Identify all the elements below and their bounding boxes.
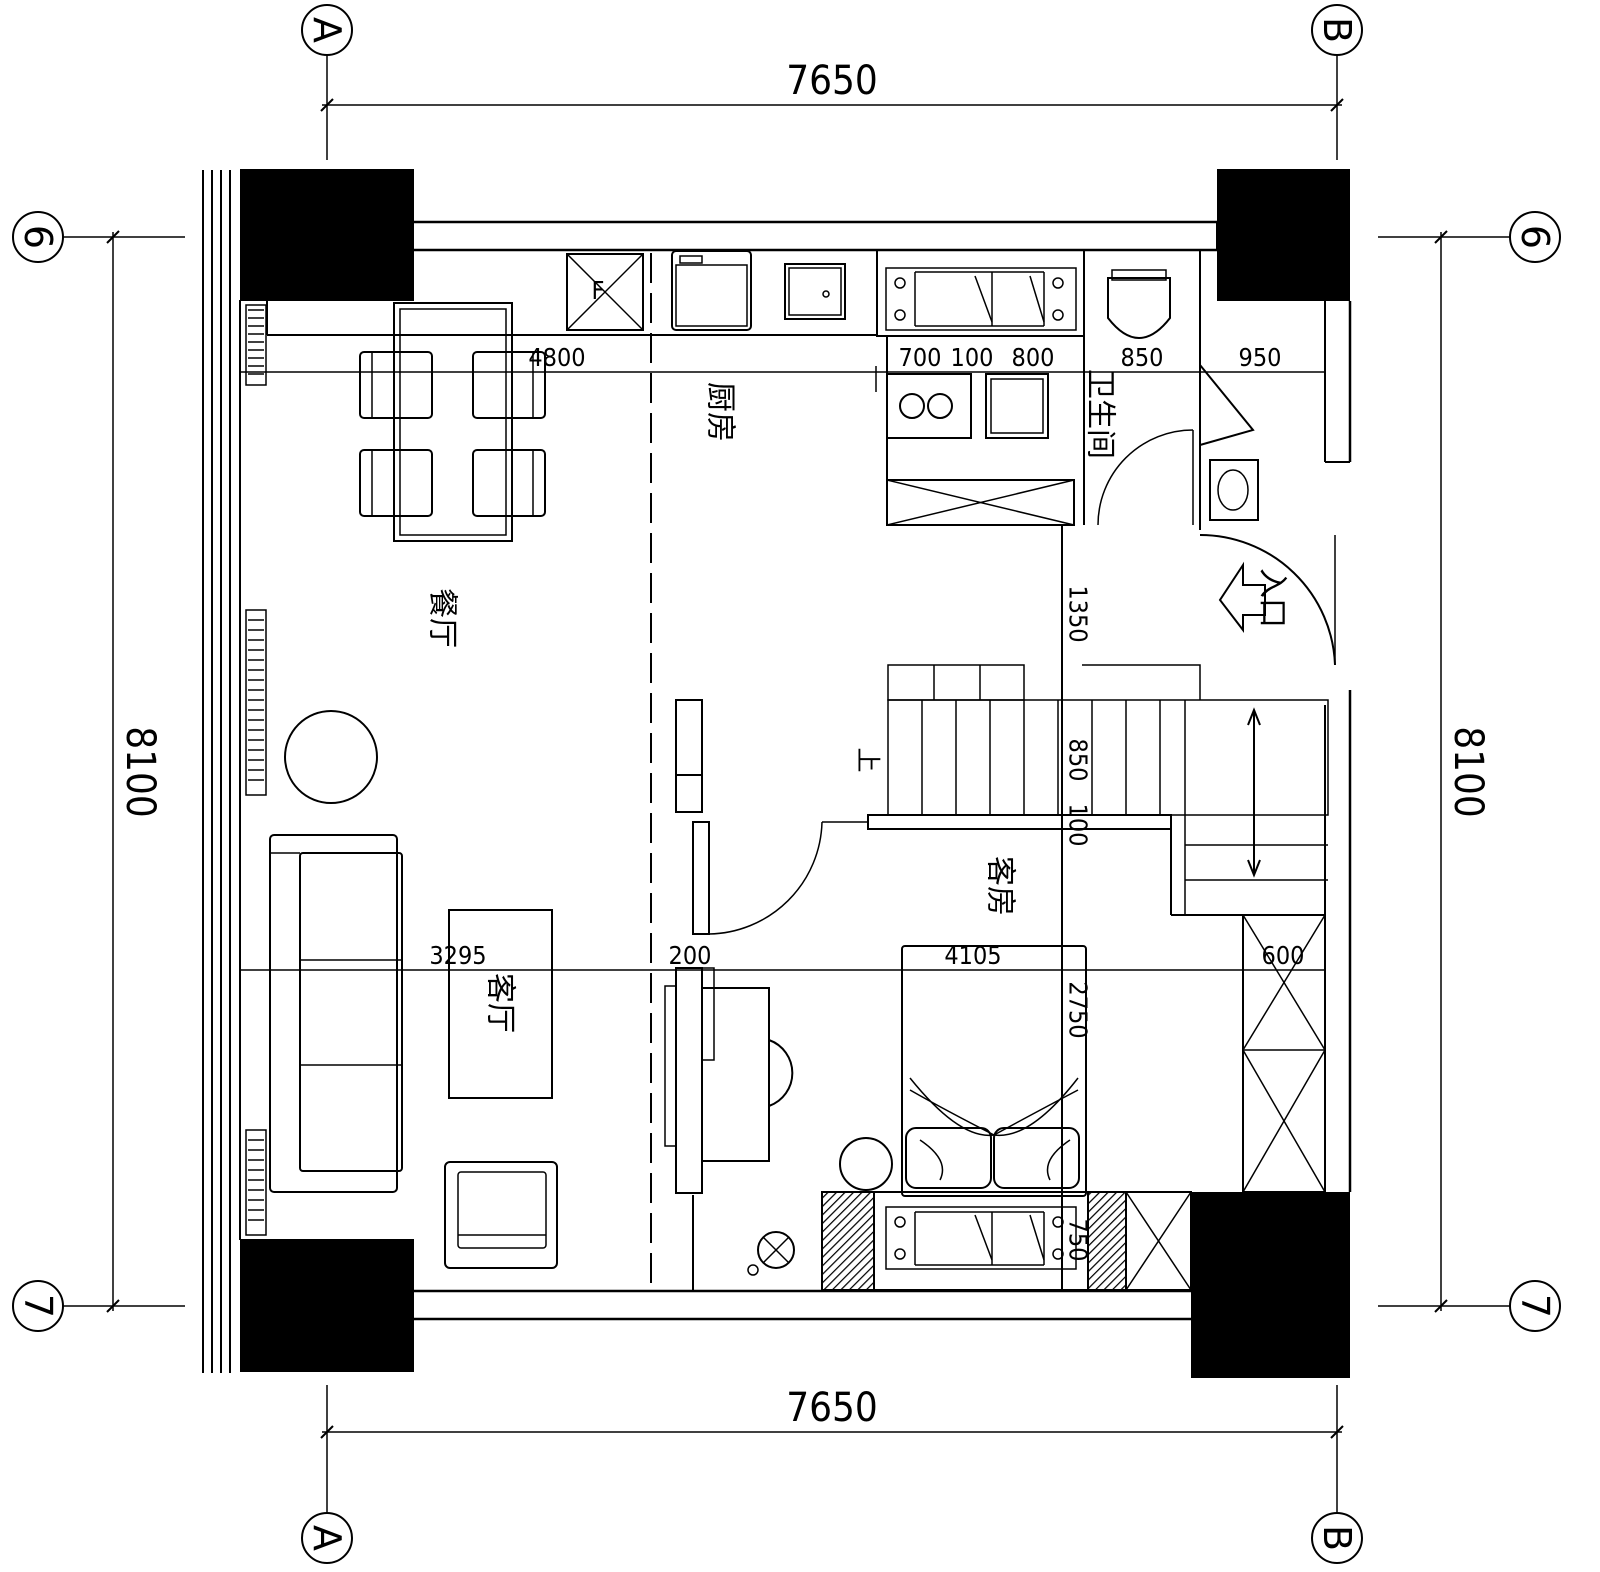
column-bottom-left [240,1239,414,1372]
fridge-label: F [592,276,605,305]
dim-width-bottom: 7650 [786,1385,878,1431]
armchair [444,1161,558,1269]
sofa [269,834,403,1193]
dimension-top: 7650 [320,58,1344,112]
round-side-table [284,710,378,804]
floor-lamp [747,1231,795,1276]
room-label-kitchen: 厨房 [703,382,738,442]
exterior-window-wall [202,170,241,1373]
grid-axis-a-bottom: A [301,1385,353,1564]
internal-dim-lower: 3295 200 4105 600 [240,941,1325,971]
column-top-right [1217,169,1350,301]
grid-axis-b-bottom: B [1311,1385,1363,1564]
dim-height-right: 8100 [1445,726,1491,818]
dim-850-a: 850 [1121,343,1164,372]
grid-axis-6-left: 6 [12,211,185,263]
dim-height-left: 8100 [117,726,163,818]
grid-label-b-bottom: B [1315,1525,1359,1551]
dim-700: 700 [899,343,942,372]
dim-100-b: 100 [1064,804,1093,847]
grid-label-b-top: B [1315,17,1359,43]
dim-100-a: 100 [951,343,994,372]
dim-200: 200 [669,941,712,970]
dim-1350: 1350 [1064,585,1093,642]
partition-wall [675,699,710,1290]
staircase: 上 [854,664,1329,916]
internal-dim-upper: 4800 700 100 800 850 950 [240,343,1325,392]
dimension-right: 8100 [1434,230,1491,1313]
grid-label-6-left: 6 [16,225,60,249]
column-bottom-right [1191,1192,1350,1378]
dim-width-top: 7650 [786,58,878,104]
coffee-table [448,909,553,1099]
stair-up-label: 上 [854,747,883,772]
radiator-bottom [245,1129,267,1236]
entrance-door [1199,534,1336,666]
wardrobe [1242,914,1326,1193]
kitchen-counter [266,301,877,336]
bottom-wall [414,1289,1191,1321]
dim-950: 950 [1239,343,1282,372]
kitchen-sink [784,263,846,320]
room-label-entrance: 入口 [1255,568,1290,628]
dim-800: 800 [1012,343,1055,372]
dim-850-b: 850 [1064,739,1093,782]
grid-axis-6-right: 6 [1378,211,1561,263]
kitchen-lower-cabinets [886,336,1075,1290]
dimension-bottom: 7650 [320,1385,1344,1439]
bed [901,945,1087,1197]
dim-2750: 2750 [1064,981,1093,1038]
tv-cabinet [821,1191,1192,1291]
grid-label-7-right: 7 [1513,1294,1557,1318]
grid-axis-7-left: 7 [12,1280,185,1332]
room-label-bathroom: 卫生间 [1083,369,1118,459]
dimension-left: 8100 [106,230,163,1313]
grid-label-7-left: 7 [16,1294,60,1318]
grid-label-a-top: A [305,17,349,43]
dim-3295: 3295 [429,941,486,970]
grid-label-6-right: 6 [1513,225,1557,249]
grid-axis-7-right: 7 [1378,1280,1561,1332]
fridge: F [566,253,644,331]
nightstand-lamp [839,1137,893,1191]
dim-750: 750 [1064,1219,1093,1262]
column-top-left [240,169,414,301]
dim-4800: 4800 [528,343,585,372]
grid-axis-a-top: A [301,4,353,160]
desk [664,967,794,1194]
grid-label-a-bottom: A [305,1525,349,1551]
room-label-living: 客厅 [483,973,518,1033]
guest-room-door [708,821,868,935]
grid-axis-b-top: B [1311,4,1363,160]
radiator-top [245,304,267,386]
room-label-dining: 餐厅 [425,588,460,648]
dim-600: 600 [1262,941,1305,970]
kitchen-hob-block [876,249,1085,337]
room-label-guest-room: 客房 [983,856,1018,916]
radiator-middle [245,609,267,796]
internal-dim-vertical: 1350 850 100 2750 750 [1064,585,1093,1261]
top-wall [414,220,1218,252]
dining-table [393,302,513,542]
dining-chairs [359,351,546,517]
kitchen-appliance-washer [671,250,752,331]
dim-4105: 4105 [944,941,1001,970]
